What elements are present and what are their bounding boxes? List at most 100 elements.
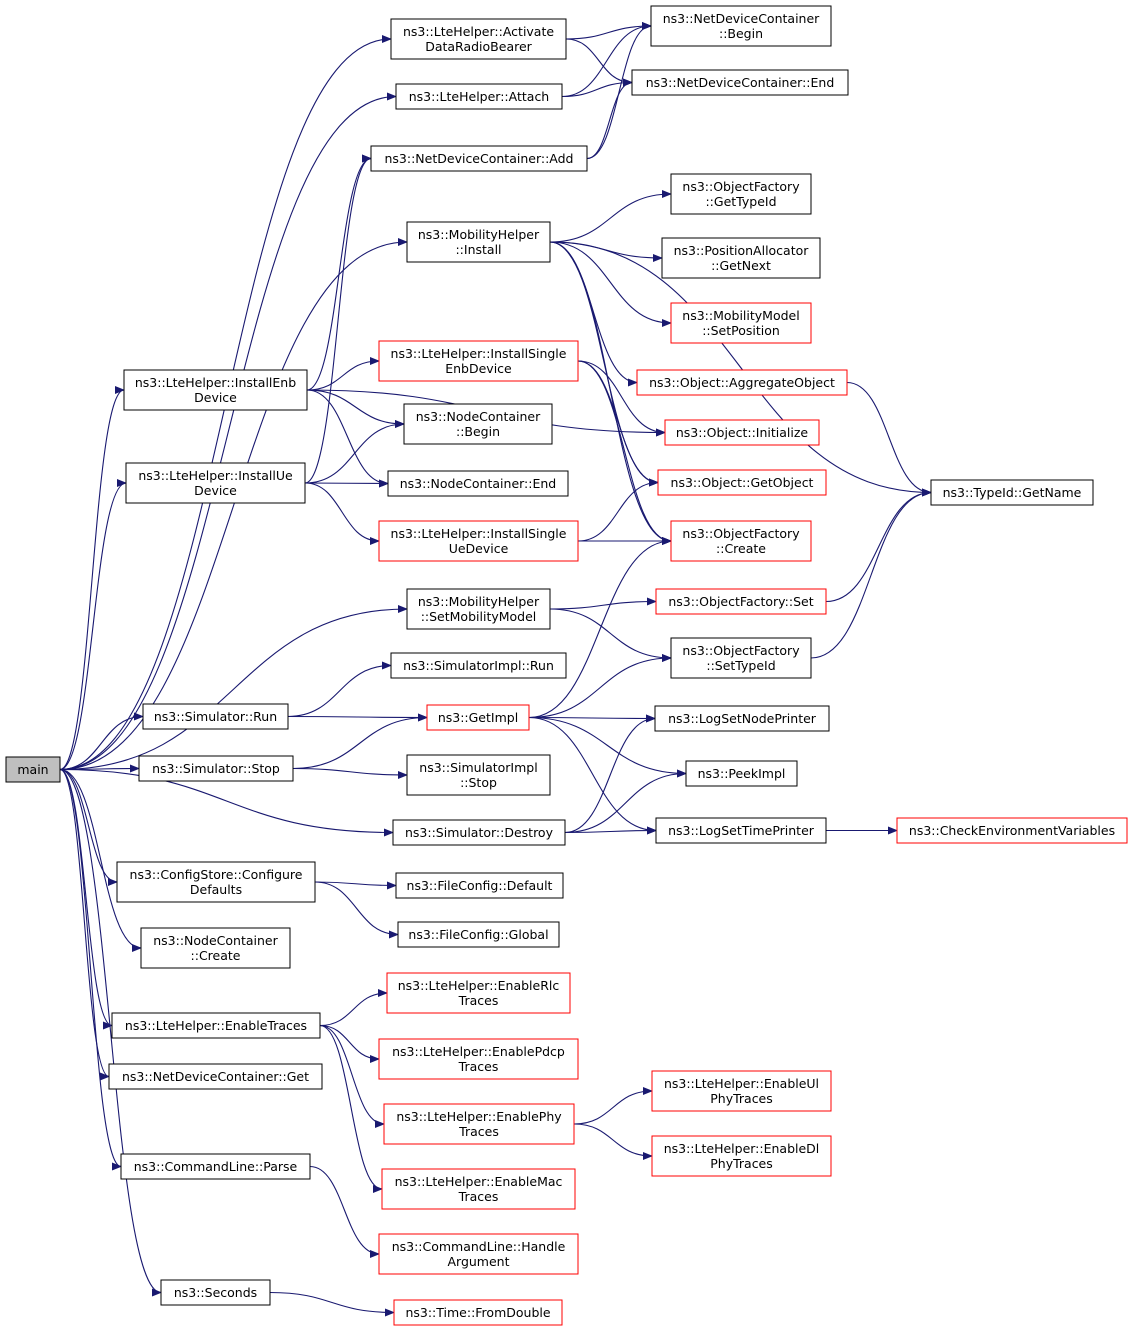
node-of-set[interactable]: ns3::ObjectFactory::Set [655, 588, 827, 615]
node-box-check-env[interactable] [896, 817, 1128, 844]
node-box-seconds[interactable] [160, 1279, 271, 1306]
node-box-obj-init[interactable] [664, 419, 820, 446]
node-box-enable-pdcp[interactable] [378, 1038, 579, 1080]
node-peekimpl[interactable]: ns3::PeekImpl [685, 760, 798, 787]
node-nc-create[interactable]: ns3::NodeContainer::Create [140, 927, 291, 969]
node-sim-run[interactable]: ns3::Simulator::Run [142, 703, 289, 730]
node-box-cl-handle[interactable] [378, 1233, 579, 1275]
node-log-timeprinter[interactable]: ns3::LogSetTimePrinter [655, 817, 827, 844]
node-box-cl-parse[interactable] [120, 1153, 311, 1180]
node-check-env[interactable]: ns3::CheckEnvironmentVariables [896, 817, 1128, 844]
node-sim-destroy[interactable]: ns3::Simulator::Destroy [392, 819, 566, 846]
node-typeid-getname[interactable]: ns3::TypeId::GetName [930, 479, 1094, 506]
node-box-of-gettypeid[interactable] [670, 173, 812, 215]
node-box-time-fromdouble[interactable] [393, 1299, 563, 1326]
node-box-enable-dl[interactable] [651, 1135, 832, 1177]
node-box-enable-phy[interactable] [383, 1103, 575, 1145]
node-seconds[interactable]: ns3::Seconds [160, 1279, 271, 1306]
node-nc-begin[interactable]: ns3::NodeContainer::Begin [403, 403, 553, 445]
node-box-sim-destroy[interactable] [392, 819, 566, 846]
node-box-log-nodeprinter[interactable] [654, 705, 830, 732]
node-pa-getnext[interactable]: ns3::PositionAllocator::GetNext [661, 237, 821, 279]
node-box-si-stop[interactable] [406, 754, 551, 796]
node-box-attach[interactable] [395, 83, 563, 110]
node-box-obj-getobject[interactable] [657, 469, 827, 496]
node-box-sim-stop[interactable] [138, 755, 294, 782]
node-obj-aggregate[interactable]: ns3::Object::AggregateObject [636, 369, 848, 396]
node-fc-global[interactable]: ns3::FileConfig::Global [397, 921, 560, 948]
node-box-mh-install[interactable] [406, 221, 551, 263]
node-fc-default[interactable]: ns3::FileConfig::Default [395, 872, 564, 899]
node-box-enable-mac[interactable] [381, 1168, 576, 1210]
node-of-create[interactable]: ns3::ObjectFactory::Create [670, 520, 812, 562]
node-log-nodeprinter[interactable]: ns3::LogSetNodePrinter [654, 705, 830, 732]
node-box-pa-getnext[interactable] [661, 237, 821, 279]
node-box-log-timeprinter[interactable] [655, 817, 827, 844]
node-box-install-single-enb[interactable] [378, 340, 579, 382]
node-box-enable-traces[interactable] [111, 1012, 321, 1039]
node-box-typeid-getname[interactable] [930, 479, 1094, 506]
node-sim-stop[interactable]: ns3::Simulator::Stop [138, 755, 294, 782]
node-box-of-create[interactable] [670, 520, 812, 562]
node-box-nc-create[interactable] [140, 927, 291, 969]
node-ndc-end[interactable]: ns3::NetDeviceContainer::End [631, 69, 849, 96]
node-si-stop[interactable]: ns3::SimulatorImpl::Stop [406, 754, 551, 796]
node-box-nc-begin[interactable] [403, 403, 553, 445]
node-main[interactable]: main [5, 756, 61, 783]
node-box-main[interactable] [5, 756, 61, 783]
node-attach[interactable]: ns3::LteHelper::Attach [395, 83, 563, 110]
node-nc-end[interactable]: ns3::NodeContainer::End [387, 470, 569, 497]
node-box-activate[interactable] [390, 18, 567, 60]
node-box-ndc-end[interactable] [631, 69, 849, 96]
node-box-of-set[interactable] [655, 588, 827, 615]
node-box-enable-ul[interactable] [651, 1070, 832, 1112]
node-mh-setmodel[interactable]: ns3::MobilityHelper::SetMobilityModel [406, 588, 551, 630]
node-box-install-single-ue[interactable] [378, 520, 579, 562]
node-box-ndc-add[interactable] [370, 145, 588, 172]
node-cl-parse[interactable]: ns3::CommandLine::Parse [120, 1153, 311, 1180]
node-box-of-settypeid[interactable] [670, 637, 812, 679]
node-box-install-enb[interactable] [123, 369, 308, 411]
node-getimpl[interactable]: ns3::GetImpl [426, 704, 530, 731]
node-obj-init[interactable]: ns3::Object::Initialize [664, 419, 820, 446]
node-ndc-get[interactable]: ns3::NetDeviceContainer::Get [108, 1063, 323, 1090]
node-obj-getobject[interactable]: ns3::Object::GetObject [657, 469, 827, 496]
node-box-si-run[interactable] [390, 652, 567, 679]
node-box-fc-global[interactable] [397, 921, 560, 948]
node-box-sim-run[interactable] [142, 703, 289, 730]
node-mh-install[interactable]: ns3::MobilityHelper::Install [406, 221, 551, 263]
node-ndc-begin[interactable]: ns3::NetDeviceContainer::Begin [650, 5, 832, 47]
node-box-ndc-get[interactable] [108, 1063, 323, 1090]
node-box-obj-aggregate[interactable] [636, 369, 848, 396]
node-mm-setpos[interactable]: ns3::MobilityModel::SetPosition [670, 302, 812, 344]
node-box-nc-end[interactable] [387, 470, 569, 497]
node-box-getimpl[interactable] [426, 704, 530, 731]
node-box-fc-default[interactable] [395, 872, 564, 899]
node-box-mm-setpos[interactable] [670, 302, 812, 344]
node-box-install-ue[interactable] [125, 462, 306, 504]
node-of-gettypeid[interactable]: ns3::ObjectFactory::GetTypeId [670, 173, 812, 215]
node-si-run[interactable]: ns3::SimulatorImpl::Run [390, 652, 567, 679]
node-box-cs-configure[interactable] [116, 861, 316, 903]
node-box-ndc-begin[interactable] [650, 5, 832, 47]
node-box-enable-rlc[interactable] [386, 972, 571, 1014]
node-of-settypeid[interactable]: ns3::ObjectFactory::SetTypeId [670, 637, 812, 679]
node-box-mh-setmodel[interactable] [406, 588, 551, 630]
node-enable-traces[interactable]: ns3::LteHelper::EnableTraces [111, 1012, 321, 1039]
node-time-fromdouble[interactable]: ns3::Time::FromDouble [393, 1299, 563, 1326]
node-box-peekimpl[interactable] [685, 760, 798, 787]
node-ndc-add[interactable]: ns3::NetDeviceContainer::Add [370, 145, 588, 172]
